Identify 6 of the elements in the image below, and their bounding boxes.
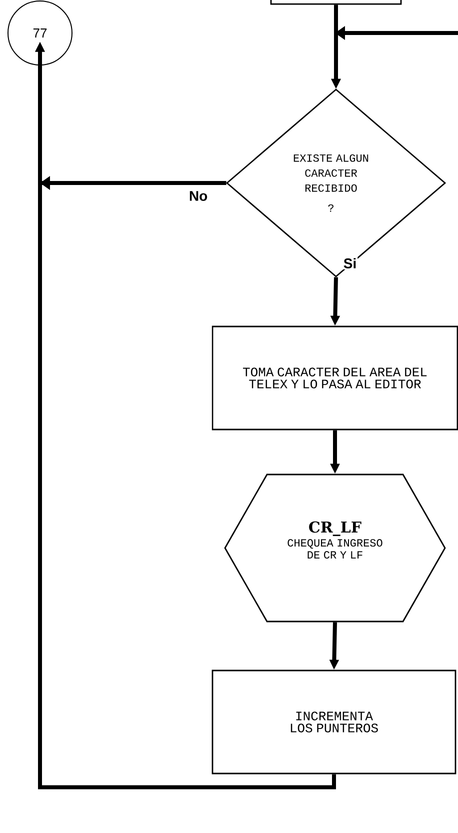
process-box (270, 0, 402, 5)
process-box: TOMA CARACTER DEL AREA DEL TELEX Y LO PASA AL EDITOR (212, 326, 458, 430)
preparation-hexagon: CR_LF CHEQUEA INGRESO DE CR Y LF (224, 474, 446, 622)
process-box: INCREMENTA LOS PUNTEROS (212, 670, 456, 774)
edge-label: Si (344, 258, 356, 268)
edge-label: No (190, 191, 208, 201)
